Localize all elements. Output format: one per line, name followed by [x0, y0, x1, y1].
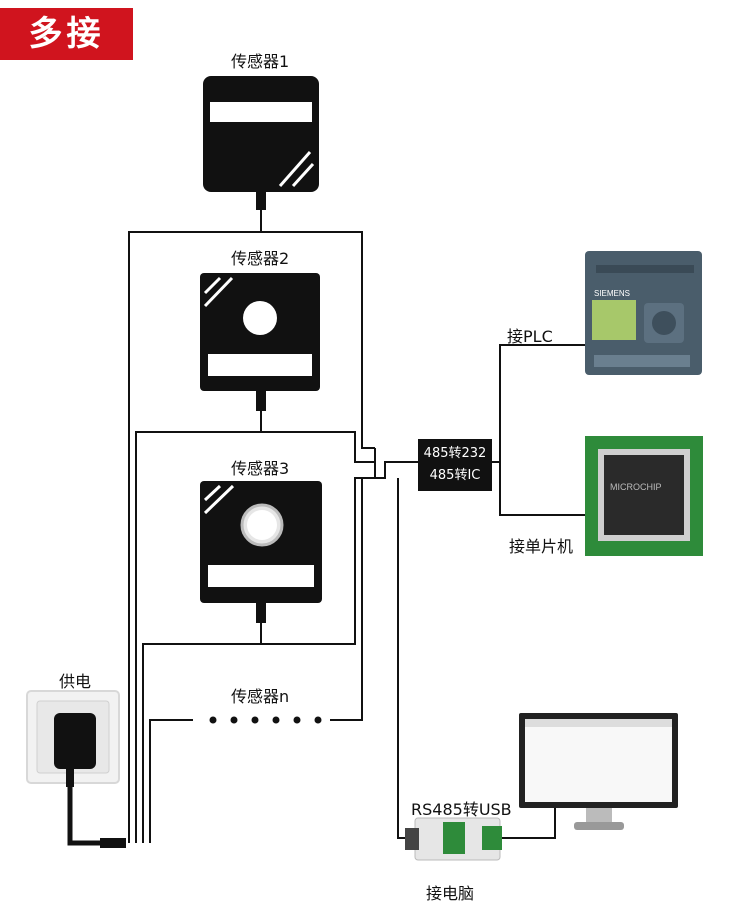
pc-label: 接电脑 [426, 884, 475, 903]
sensor-n-dots [209, 716, 322, 724]
title-badge: 多接 [0, 8, 133, 60]
power-label: 供电 [59, 672, 92, 691]
converter-box: 485转232 485转IC [418, 439, 492, 491]
mcu-device: MICROCHIP [585, 436, 703, 556]
sensor-n-label: 传感器n [231, 687, 290, 706]
sensor-1-label: 传感器1 [231, 52, 290, 71]
plc-brand-text: SIEMENS [594, 289, 630, 298]
bus-wires [128, 210, 585, 843]
usb-converter-device [405, 817, 502, 861]
sensor-2-label: 传感器2 [231, 249, 290, 268]
sensor-1-device [203, 76, 319, 210]
pc-monitor [519, 713, 678, 830]
sensor-2-device [200, 273, 320, 411]
plc-device: SIEMENS [585, 251, 702, 375]
usb-converter-label: RS485转USB [411, 800, 512, 819]
converter-line-1: 485转232 [423, 446, 487, 461]
sensor-3-device [200, 481, 322, 623]
converter-line-2: 485转IC [429, 468, 481, 483]
chip-brand-text: MICROCHIP [610, 482, 662, 492]
power-adapter [26, 690, 126, 848]
sensor-3-label: 传感器3 [231, 459, 290, 478]
plc-label: 接PLC [507, 327, 553, 346]
mcu-label: 接单片机 [509, 537, 574, 556]
